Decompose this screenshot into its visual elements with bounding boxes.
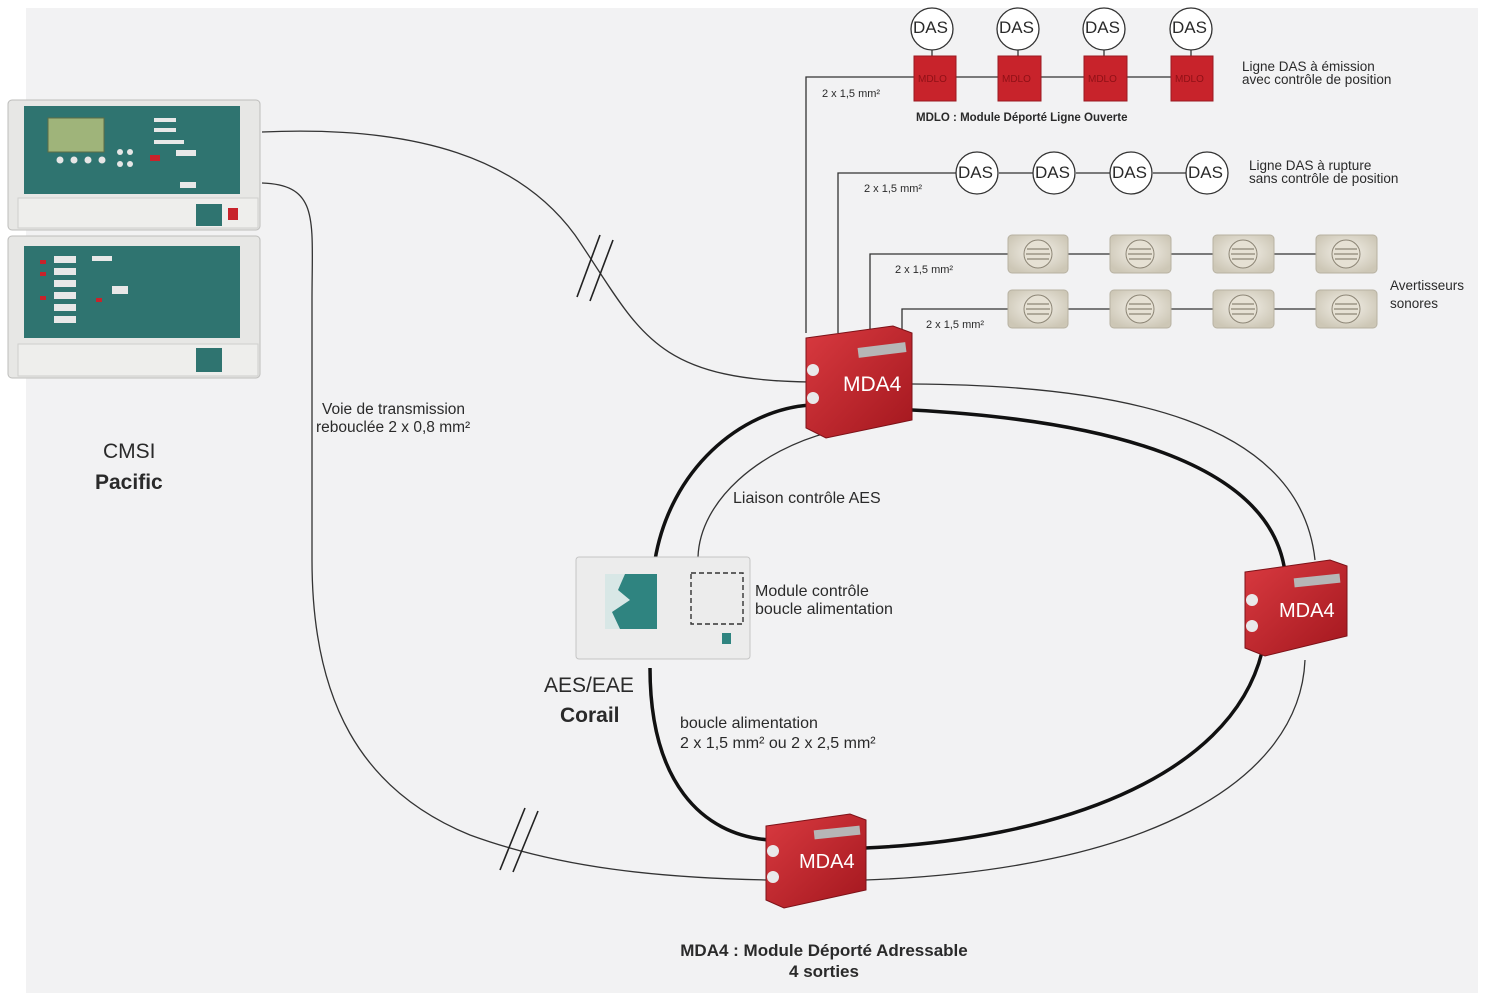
pacific-label: Pacific: [95, 471, 163, 494]
mda4-caption-line-2: 4 sorties: [789, 962, 859, 981]
das-label: DAS: [1188, 163, 1223, 182]
das-circle: [1082, 7, 1126, 51]
mdlo-box-label: MDLO: [918, 74, 947, 85]
transmission-line-2: rebouclée 2 x 0,8 mm²: [316, 419, 471, 436]
power-loop-bottom: [864, 651, 1264, 850]
aes-corail-unit: [575, 556, 751, 660]
das-circle: [1169, 7, 1213, 51]
mdlo-box: [1170, 55, 1214, 102]
das-label: DAS: [1085, 18, 1120, 37]
line-rupture-line-2: sans contrôle de position: [1249, 171, 1399, 186]
mdlo-row: [913, 55, 1214, 102]
sounder-line-2-feed: [901, 308, 1008, 330]
wire-section-label: 2 x 1,5 mm²: [895, 264, 954, 276]
das-label: DAS: [999, 18, 1034, 37]
das-label: DAS: [1112, 163, 1147, 182]
transmission-wire-lower: [261, 182, 771, 881]
sounders-line-2: sonores: [1390, 296, 1439, 311]
wire-section-label: 2 x 1,5 mm²: [822, 88, 881, 100]
sounders-legend: Avertisseurs sonores: [1390, 277, 1464, 313]
mda4-label-top: MDA4: [843, 373, 902, 396]
mda4-label-right: MDA4: [1279, 600, 1335, 622]
break-mark-upper: [576, 234, 614, 302]
liaison-label: Liaison contrôle AES: [733, 490, 881, 507]
power-loop-label: boucle alimentation 2 x 1,5 mm² ou 2 x 2…: [680, 714, 876, 754]
mda4-caption: MDA4 : Module Déporté Adressable 4 sorti…: [640, 940, 1008, 982]
line-rupture-line-1: Ligne DAS à rupture: [1249, 158, 1372, 173]
wire-section-label: 2 x 1,5 mm²: [926, 319, 985, 331]
das-label: DAS: [1035, 163, 1070, 182]
transmission-loop-right: [864, 659, 1306, 881]
das-circle: [996, 7, 1040, 51]
mdlo-box-label: MDLO: [1088, 74, 1117, 85]
sounder-icon: [1315, 234, 1378, 274]
module-control-line-2: boucle alimentation: [755, 601, 893, 618]
line-rupture-legend: Ligne DAS à rupture sans contrôle de pos…: [1249, 158, 1399, 186]
module-control-label: Module contrôle boucle alimentation: [755, 583, 893, 619]
sounders-line-1: Avertisseurs: [1390, 278, 1465, 293]
sounder-line-1-feed: [869, 253, 1008, 330]
mdlo-box: [913, 55, 957, 102]
power-loop-line-1: boucle alimentation: [680, 715, 818, 732]
transmission-line-1: Voie de transmission: [322, 401, 466, 418]
sounder-icon: [1212, 234, 1275, 274]
sounder-icon: [1007, 289, 1069, 329]
das-emission-feed: [805, 76, 914, 333]
line-emission-line-2: avec contrôle de position: [1242, 72, 1392, 87]
das-rupture-feed: [837, 172, 956, 333]
sounder-row-2: [1007, 289, 1378, 329]
das-label: DAS: [958, 163, 993, 182]
transmission-loop-top: [911, 383, 1316, 561]
sounder-icon: [1212, 289, 1275, 329]
module-control-line-1: Module contrôle: [755, 583, 869, 600]
cmsi-label: CMSI: [103, 440, 156, 463]
mda4-caption-line-1: MDA4 : Module Déporté Adressable: [680, 941, 968, 960]
mdlo-box: [997, 55, 1042, 102]
cmsi-cabinet: [7, 99, 261, 379]
mda4-box-bottom: [765, 813, 867, 909]
sounder-row-1: [1007, 234, 1378, 274]
power-loop-left-upper: [653, 403, 811, 561]
power-loop-left-lower: [648, 667, 771, 842]
sounder-icon: [1007, 234, 1069, 274]
das-rupture-row: [955, 151, 1229, 195]
corail-label: Corail: [560, 704, 620, 727]
mda4-label-bottom: MDA4: [799, 851, 855, 873]
break-mark-lower: [499, 807, 539, 873]
mdlo-caption: MDLO : Module Déporté Ligne Ouverte: [916, 112, 1128, 124]
das-emission-row: [910, 7, 1213, 51]
transmission-label: Voie de transmission rebouclée 2 x 0,8 m…: [316, 401, 470, 437]
wire-section-label: 2 x 1,5 mm²: [864, 183, 923, 195]
mda4-box-right: [1244, 559, 1348, 657]
das-circle: [955, 151, 999, 195]
line-emission-line-1: Ligne DAS à émission: [1242, 59, 1375, 74]
sounder-icon: [1109, 289, 1172, 329]
power-loop-line-2: 2 x 1,5 mm² ou 2 x 2,5 mm²: [680, 735, 876, 752]
aes-label: AES/EAE: [544, 674, 634, 697]
power-loop-top: [911, 408, 1287, 573]
liaison-aes-wire: [697, 431, 831, 558]
mdlo-box-label: MDLO: [1175, 74, 1204, 85]
das-circle: [1032, 151, 1076, 195]
sounder-icon: [1315, 289, 1378, 329]
transmission-wire-upper: [261, 130, 811, 383]
sounder-icon: [1109, 234, 1172, 274]
mda4-box-top: [805, 325, 913, 439]
das-label: DAS: [1172, 18, 1207, 37]
das-circle: [1109, 151, 1153, 195]
das-circle: [910, 7, 954, 51]
line-emission-legend: Ligne DAS à émission avec contrôle de po…: [1242, 59, 1392, 87]
mdlo-box: [1083, 55, 1128, 102]
mdlo-box-label: MDLO: [1002, 74, 1031, 85]
diagram-background: [26, 8, 1478, 993]
das-label: DAS: [913, 18, 948, 37]
das-circle: [1185, 151, 1229, 195]
